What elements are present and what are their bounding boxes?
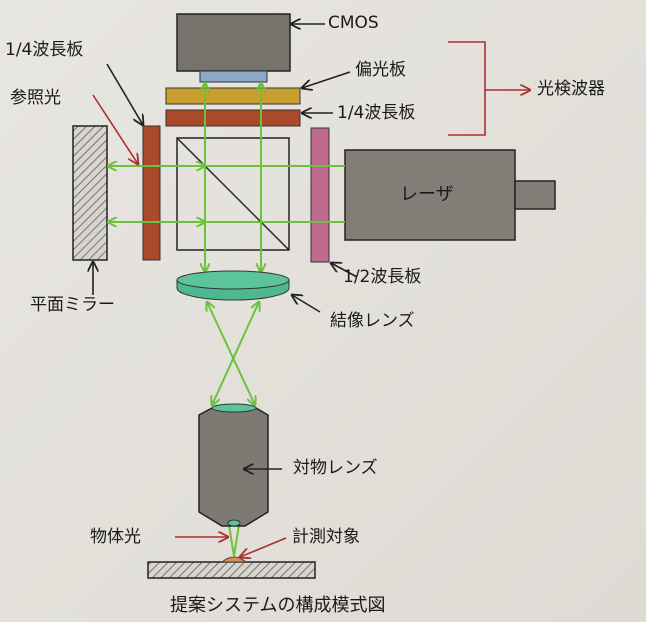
beam-splitter-cube: [176, 137, 290, 251]
cmos-sensor: [199, 70, 268, 83]
imaging-lens: [176, 270, 290, 301]
flat-mirror: [72, 125, 108, 261]
label-flat-mirror: 平面ミラー: [30, 295, 115, 315]
label-laser: レーザ: [400, 184, 454, 205]
laser: [344, 149, 516, 241]
caption: 提案システムの構成模式図: [170, 595, 386, 616]
label-reference-light: 参照光: [10, 88, 61, 108]
light-beams: [108, 83, 345, 557]
annotation-arrows: [93, 24, 530, 557]
quarter-wave-plate-left: [142, 125, 161, 261]
cmos-camera: [176, 13, 291, 72]
label-imaging-lens: 結像レンズ: [330, 311, 415, 331]
label-polarizer: 偏光板: [355, 60, 406, 80]
label-quarter-wave-left: 1/4波長板: [5, 40, 84, 60]
quarter-wave-plate-top: [165, 109, 301, 127]
half-wave-plate: [310, 127, 330, 263]
label-objective-lens: 対物レンズ: [293, 458, 378, 478]
label-object-light: 物体光: [90, 527, 141, 547]
label-target: 計測対象: [292, 527, 360, 547]
label-photodetector: 光検波器: [537, 79, 605, 99]
objective-lens: [198, 403, 269, 527]
label-half-wave: 1/2波長板: [343, 267, 422, 287]
label-cmos: CMOS: [328, 13, 379, 33]
measurement-target: [220, 556, 248, 563]
laser-head: [514, 180, 556, 210]
sample-stage: [147, 561, 316, 579]
label-quarter-wave-top: 1/4波長板: [337, 103, 416, 123]
polarizer: [165, 87, 301, 105]
